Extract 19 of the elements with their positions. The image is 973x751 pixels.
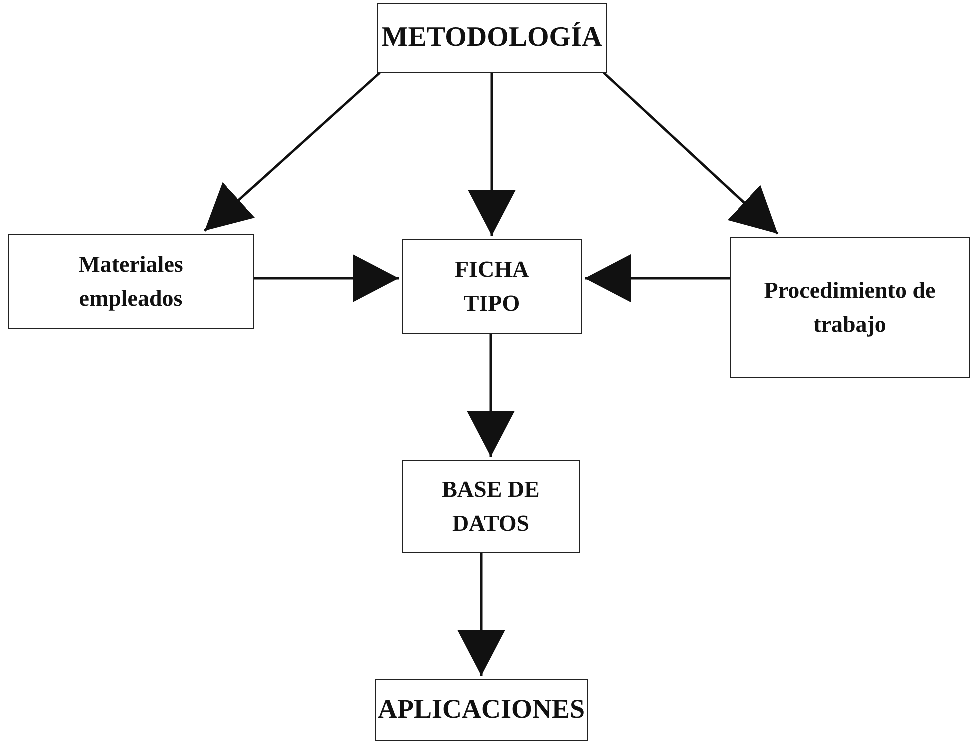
box-label: Procedimiento de trabajo	[763, 277, 937, 339]
box-label: BASE DE DATOS	[441, 476, 541, 538]
process-box	[8, 234, 254, 329]
process-box	[402, 239, 582, 334]
box-label: FICHA TIPO	[454, 256, 530, 318]
arrow	[468, 73, 516, 236]
process-box	[377, 3, 607, 73]
box-label: Materiales empleados	[78, 251, 184, 313]
process-box	[730, 237, 970, 378]
box-label: APLICACIONES	[378, 693, 586, 726]
arrow	[603, 72, 779, 235]
process-box	[375, 679, 588, 741]
arrow	[254, 254, 399, 302]
arrow	[458, 553, 506, 676]
box-label: METODOLOGÍA	[382, 20, 602, 55]
arrow	[204, 72, 381, 232]
arrow	[585, 254, 730, 302]
arrow	[467, 334, 515, 457]
process-box	[402, 460, 580, 553]
